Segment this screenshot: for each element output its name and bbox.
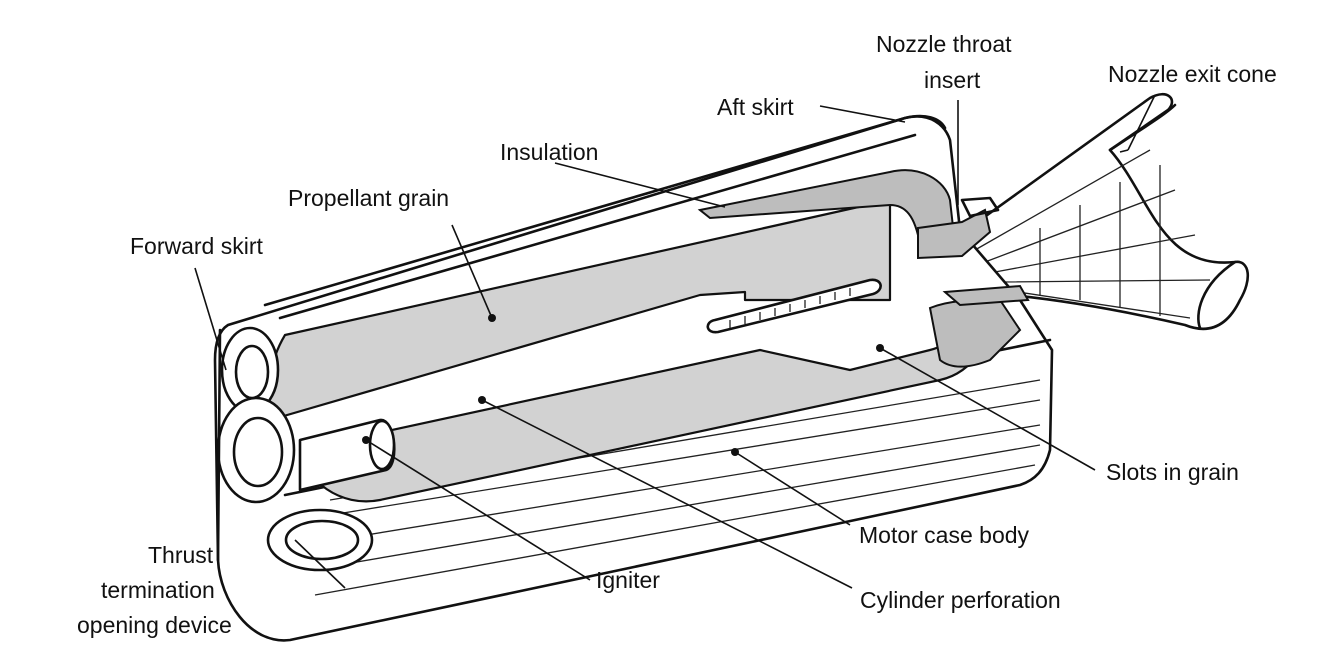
label-propellant-grain: Propellant grain (288, 185, 449, 211)
label-slots-in-grain: Slots in grain (1106, 459, 1239, 485)
label-nozzle-exit-cone: Nozzle exit cone (1108, 61, 1277, 87)
forward-end-closure (216, 326, 374, 572)
igniter (298, 418, 396, 492)
label-igniter: Igniter (596, 567, 660, 593)
label-cylinder-perforation: Cylinder perforation (860, 587, 1061, 613)
label-nozzle-throat-insert-line2: insert (924, 67, 981, 93)
nozzle-exit-cone (956, 92, 1249, 331)
labels: Nozzle throat insert Nozzle exit cone Af… (77, 31, 1277, 638)
label-motor-case-body: Motor case body (859, 522, 1030, 548)
label-thrust-termination-line2: termination (101, 577, 215, 603)
label-thrust-termination-line1: Thrust (148, 542, 214, 568)
label-forward-skirt: Forward skirt (130, 233, 264, 259)
label-thrust-termination-line3: opening device (77, 612, 232, 638)
label-aft-skirt: Aft skirt (717, 94, 794, 120)
grain-slot (706, 278, 882, 334)
nozzle-throat-insert (917, 196, 1030, 307)
label-insulation: Insulation (500, 139, 598, 165)
leader-lines (194, 94, 1156, 589)
label-nozzle-throat-insert-line1: Nozzle throat (876, 31, 1012, 57)
